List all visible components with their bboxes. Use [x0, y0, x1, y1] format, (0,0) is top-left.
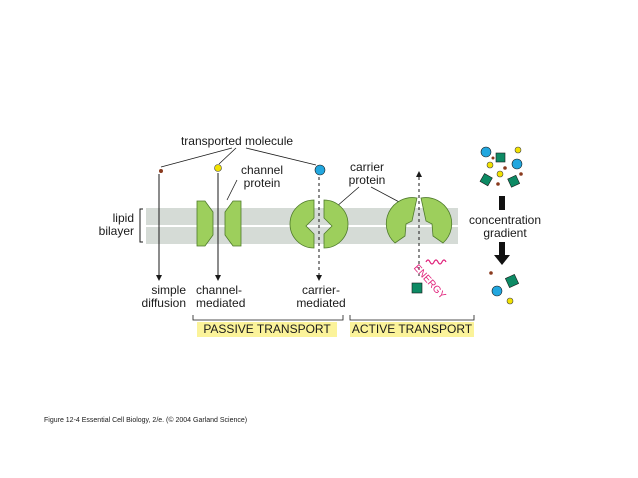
carrier-mediated-label-line2: mediated — [296, 296, 346, 310]
active-bracket — [349, 315, 475, 321]
channel-protein-label-line1: channel — [240, 163, 284, 177]
carrier-protein-label-line1: carrier — [349, 160, 384, 174]
simple-diffusion-label-line1: simple — [151, 283, 186, 297]
passive-transport-label: PASSIVE TRANSPORT — [197, 322, 337, 337]
gradient-arrow — [494, 196, 510, 265]
channel-protein-shape — [196, 200, 242, 247]
molecule-pointer-lines — [160, 147, 317, 168]
simple-diffusion-label-line2: diffusion — [141, 296, 186, 310]
passive-bracket — [192, 315, 344, 321]
active-carrier-protein — [385, 197, 453, 244]
carrier-mediated-label-line1: carrier- — [302, 283, 340, 297]
carrier-pointer-lines — [335, 186, 404, 208]
active-transport-label: ACTIVE TRANSPORT — [350, 322, 474, 337]
carrier-protein-label-line2: protein — [348, 173, 386, 187]
low-concentration-cluster — [489, 271, 520, 305]
channel-protein-label-line2: protein — [243, 176, 281, 190]
channel-mediated-label-line1: channel- — [196, 283, 243, 297]
lipid-bilayer-label-line2: bilayer — [98, 224, 134, 238]
green-molecule-bottom — [411, 282, 423, 294]
small-molecule — [159, 169, 163, 173]
passive-carrier-protein — [289, 199, 349, 249]
figure-caption: Figure 12-4 Essential Cell Biology, 2/e.… — [44, 417, 248, 424]
energy-squiggle — [425, 259, 447, 265]
high-concentration-cluster — [479, 146, 523, 188]
channel-mediated-label-line2: mediated — [196, 296, 246, 310]
yellow-molecule — [214, 164, 222, 172]
concentration-gradient-label-line1: concentration — [468, 213, 542, 227]
transported-molecule-label: transported molecule — [180, 134, 294, 148]
blue-molecule — [314, 164, 326, 176]
bilayer-bracket — [139, 208, 143, 243]
channel-pointer-line — [226, 179, 238, 201]
lipid-bilayer-label-line1: lipid — [112, 211, 134, 225]
concentration-gradient-label-line2: gradient — [483, 226, 527, 240]
